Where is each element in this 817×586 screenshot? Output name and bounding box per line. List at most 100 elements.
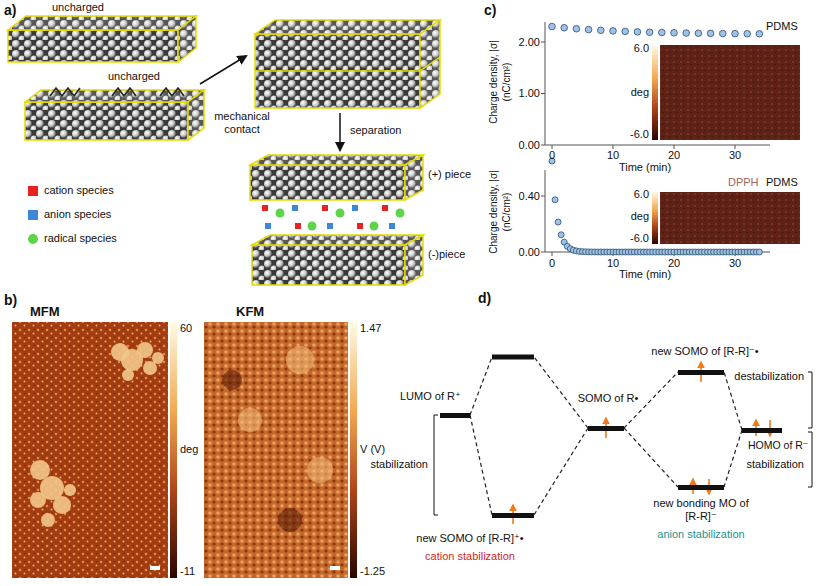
energy-level: [492, 355, 534, 360]
legend-entry: radical species: [28, 232, 117, 245]
slab-face: [252, 235, 423, 245]
anion-species: [327, 223, 333, 229]
colorbar-value: -6.0: [630, 232, 649, 245]
bracket: [808, 372, 812, 428]
correlation-line: [624, 428, 678, 487]
polymer-slab: [255, 20, 440, 108]
tick-label: 10: [607, 257, 619, 270]
cation-species: [295, 223, 301, 229]
effect-label: cation stabilization: [425, 550, 515, 563]
level-label: new SOMO of [R-R]⁺•: [416, 532, 523, 545]
slab-face: [8, 16, 196, 30]
color-bar: [170, 322, 177, 578]
bright-domain: [64, 484, 76, 496]
tick-label: 30: [729, 257, 741, 270]
data-point: [549, 23, 556, 30]
bracket: [434, 415, 438, 515]
bright-domain: [30, 492, 46, 508]
slab-face: [250, 155, 423, 165]
slab-face: [255, 20, 440, 34]
slab-face: [8, 30, 178, 62]
slab-face: [405, 155, 423, 200]
data-point: [756, 31, 763, 38]
correlation-line: [534, 428, 588, 515]
level-label: SOMO of R•: [578, 392, 639, 405]
anion-species: [265, 223, 271, 229]
process-arrow: [200, 56, 246, 84]
polymer-slab: [252, 235, 423, 285]
surface-species: [262, 205, 405, 231]
cation-species: [262, 205, 268, 211]
anion-species: [389, 223, 395, 229]
bright-domain: [30, 342, 164, 527]
tick-label: 20: [668, 149, 680, 162]
effect-label: anion stabilization: [657, 528, 744, 541]
tick-label: 30: [729, 149, 741, 162]
colorbar-value: -1.25: [360, 565, 385, 578]
radical-species: [308, 222, 317, 231]
radical-species: [396, 209, 405, 218]
tick-label: 0: [549, 257, 555, 270]
legend-label: cation species: [44, 184, 114, 197]
level-label: LUMO of R⁺: [400, 390, 461, 403]
legend-swatch: [28, 210, 38, 220]
level-label: new bonding MO of [R-R]⁻: [649, 497, 753, 523]
bright-domain: [53, 496, 71, 514]
colorbar-value: -6.0: [630, 128, 649, 141]
legend-entry: cation species: [28, 184, 114, 197]
contact-interface: [255, 57, 440, 71]
cation-species: [382, 205, 388, 211]
process-arrow: [339, 113, 341, 150]
tick-label: 1.00: [519, 87, 540, 100]
radical-species: [336, 209, 345, 218]
piece-label: (+) piece: [428, 168, 471, 181]
electron-arrow: [513, 362, 770, 524]
scale-bar: [330, 566, 340, 570]
energy-level: new SOMO of [R-R]⁻•: [678, 370, 724, 375]
color-bar: [652, 192, 658, 244]
bright-domain: [30, 460, 50, 480]
colorbar-value: 60: [180, 322, 192, 335]
colorbar-unit: deg: [180, 443, 198, 456]
slab-face: [252, 245, 405, 285]
bracket-label: stabilization: [371, 458, 428, 471]
cation-species: [357, 223, 363, 229]
legend-swatch: [28, 234, 38, 244]
energy-level: LUMO of R⁺: [440, 413, 470, 418]
slab-face: [25, 102, 188, 140]
polymer-chain: [50, 88, 184, 96]
mfm-image: [12, 322, 168, 578]
bracket: [808, 432, 812, 487]
energy-level: HOMO of R⁻: [742, 428, 782, 433]
bright-domain: [238, 408, 262, 432]
data-point: [622, 28, 629, 35]
piece-label: (-)piece: [428, 248, 465, 261]
mfm-image: [12, 322, 168, 578]
legend-label: radical species: [44, 232, 117, 245]
anion-species: [292, 205, 298, 211]
bright-domain: [137, 342, 153, 358]
image-title: MFM: [30, 304, 60, 320]
tick-label: 10: [607, 149, 619, 162]
data-point: [555, 219, 561, 225]
polymer-chain: [160, 88, 184, 96]
colorbar-value: 1.47: [360, 322, 381, 335]
tick-label: 2.00: [519, 36, 540, 49]
bright-domain: [307, 457, 333, 483]
energy-level: new bonding MO of [R-R]⁻: [678, 485, 724, 490]
bright-domain: [286, 346, 314, 374]
data-point: [744, 30, 751, 37]
bright-domain: [122, 369, 134, 381]
correlation-line: [470, 415, 492, 515]
data-point: [646, 29, 653, 36]
data-point: [558, 232, 564, 238]
state-label: uncharged: [108, 70, 160, 83]
axis-unit: (nC/cm²): [501, 63, 513, 102]
data-point: [659, 29, 666, 36]
legend-entry: anion species: [28, 208, 111, 221]
axis-title: Time (min): [619, 268, 671, 281]
slab-face: [178, 16, 196, 62]
step-label: mechanical contact: [210, 110, 274, 136]
tick-label: 0: [549, 149, 555, 162]
data-point: [610, 28, 617, 35]
